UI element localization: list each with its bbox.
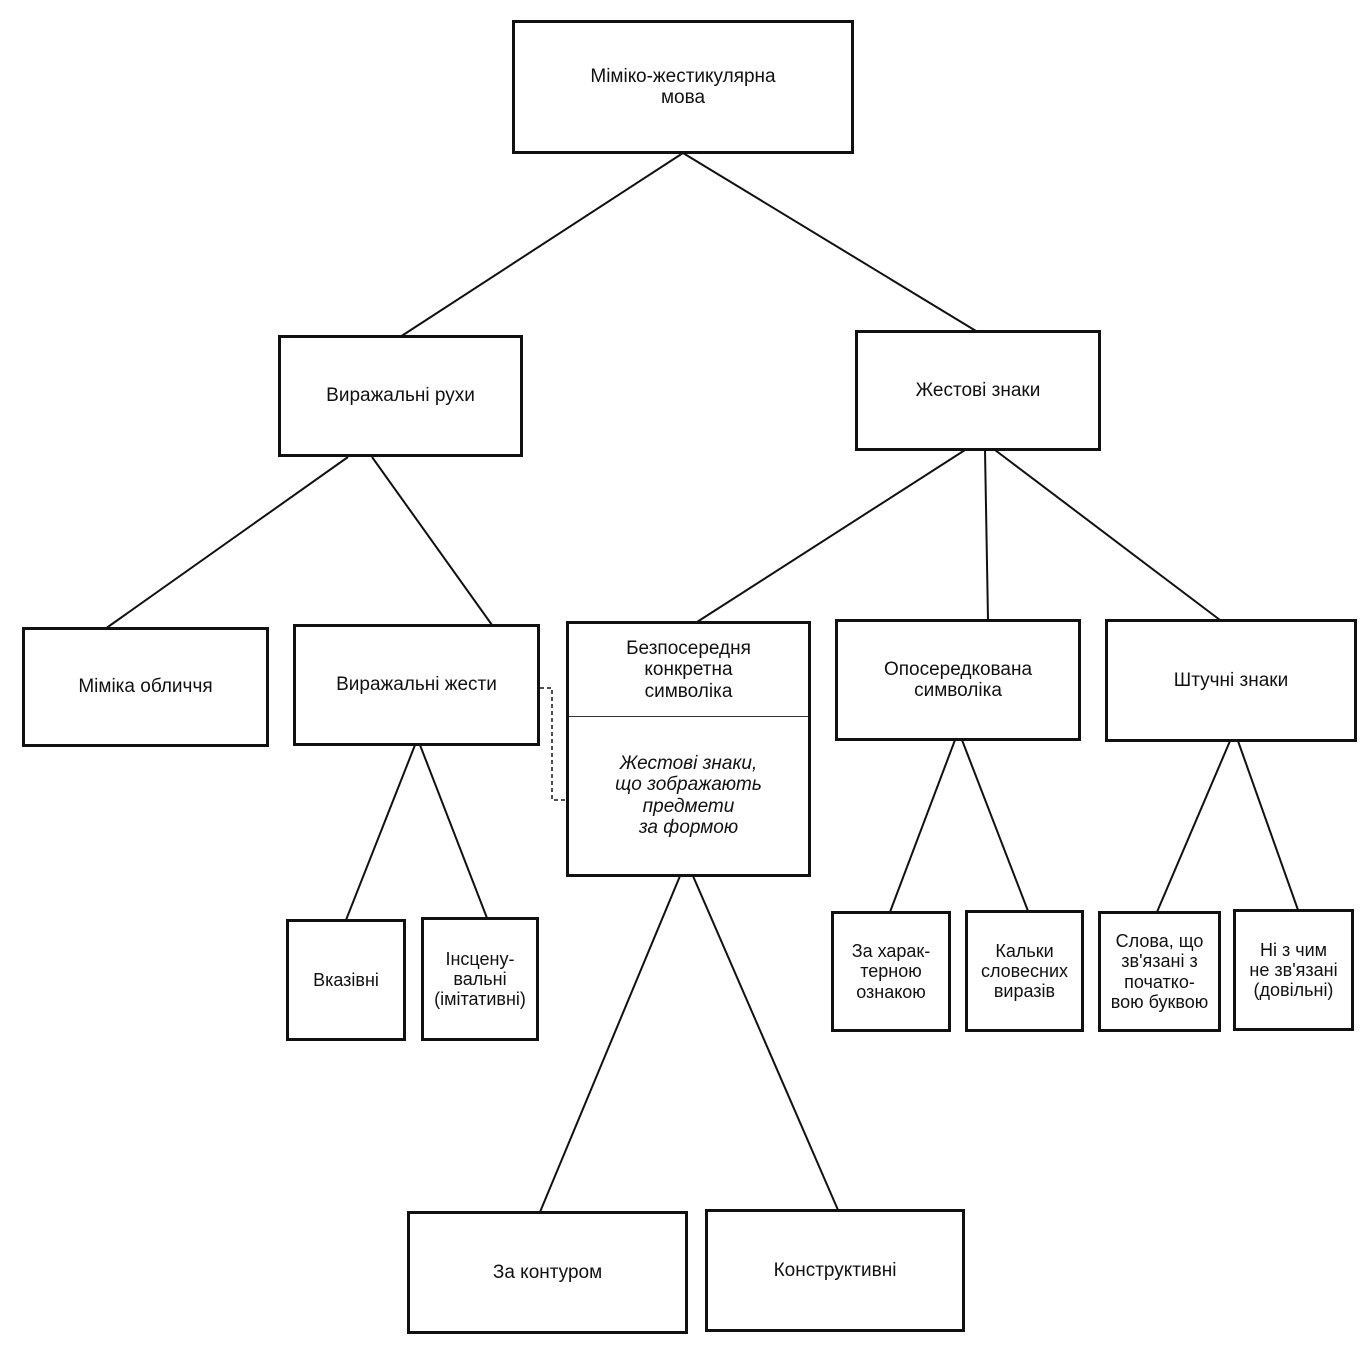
node-arbitrary: Ні з чим не зв'язані (довільні) — [1233, 909, 1354, 1031]
node-mediated-symbolism-label: Опосередкована символіка — [883, 658, 1033, 701]
node-calques: Кальки словесних виразів — [965, 910, 1084, 1032]
edge-movements-gestures — [371, 456, 493, 626]
node-by-feature-label: За харак- терною ознакою — [851, 941, 931, 1002]
edge-mediated-feature — [889, 739, 956, 913]
edge-mediated-calques — [961, 739, 1029, 912]
node-indicative: Вказівні — [286, 919, 406, 1041]
edge-signs-artificial — [994, 449, 1221, 621]
node-direct-symbolism-label: Безпосередня конкретна символіка — [626, 638, 751, 702]
node-expressive-gestures: Виражальні жести — [293, 624, 540, 746]
node-expressive-movements: Виражальні рухи — [278, 335, 523, 457]
edge-movements-facial — [104, 456, 349, 630]
node-direct-symbolism: Безпосередня конкретна символіка Жестові… — [566, 621, 811, 877]
node-artificial-signs: Штучні знаки — [1105, 619, 1357, 742]
node-gesture-signs-label: Жестові знаки — [915, 379, 1041, 401]
node-arbitrary-label: Ні з чим не зв'язані (довільні) — [1249, 939, 1338, 1001]
node-by-contour-label: За контуром — [492, 1261, 603, 1283]
edge-artificial-initial — [1156, 740, 1231, 913]
node-mediated-symbolism: Опосередкована символіка — [835, 619, 1081, 741]
edge-gestures-staged — [419, 744, 488, 919]
node-gesture-signs: Жестові знаки — [855, 330, 1101, 451]
node-initial-letter: Слова, що зв'язані з початко- вою буквою — [1098, 911, 1221, 1032]
bracket-gestures-to-shape — [540, 687, 567, 801]
node-initial-letter-label: Слова, що зв'язані з початко- вою буквою — [1110, 931, 1209, 1012]
node-constructive: Конструктивні — [705, 1209, 965, 1332]
node-by-feature: За харак- терною ознакою — [831, 911, 951, 1032]
node-shape-gestures-label: Жестові знаки, що зображають предмети за… — [615, 752, 762, 838]
node-by-contour: За контуром — [407, 1211, 688, 1334]
edge-signs-direct — [696, 449, 966, 623]
node-artificial-signs-label: Штучні знаки — [1173, 669, 1289, 691]
node-direct-symbolism-header: Безпосередня конкретна символіка — [569, 624, 808, 717]
edge-shape-constructive — [692, 875, 839, 1211]
edge-root-expressive-movements — [399, 152, 684, 338]
edge-shape-contour — [539, 875, 681, 1213]
node-calques-label: Кальки словесних виразів — [980, 940, 1069, 1002]
node-root-label: Мімікo-жестикулярна мова — [590, 65, 776, 108]
node-indicative-label: Вказівні — [313, 969, 379, 990]
edge-artificial-arbitrary — [1237, 740, 1299, 911]
edge-root-gesture-signs — [682, 152, 977, 332]
node-root: Мімікo-жестикулярна мова — [512, 20, 854, 154]
node-shape-gestures: Жестові знаки, що зображають предмети за… — [569, 717, 808, 874]
node-expressive-gestures-label: Виражальні жести — [336, 674, 497, 696]
edge-gestures-indicative — [345, 744, 416, 921]
node-expressive-movements-label: Виражальні рухи — [326, 385, 475, 407]
edge-signs-mediated — [984, 449, 989, 621]
node-staged-label: Інсцену- вальні (імітативні) — [434, 948, 526, 1010]
node-facial-expression: Міміка обличчя — [22, 627, 269, 747]
node-facial-expression-label: Міміка обличчя — [78, 676, 213, 698]
node-constructive-label: Конструктивні — [773, 1259, 897, 1281]
node-staged: Інсцену- вальні (імітативні) — [421, 917, 539, 1041]
